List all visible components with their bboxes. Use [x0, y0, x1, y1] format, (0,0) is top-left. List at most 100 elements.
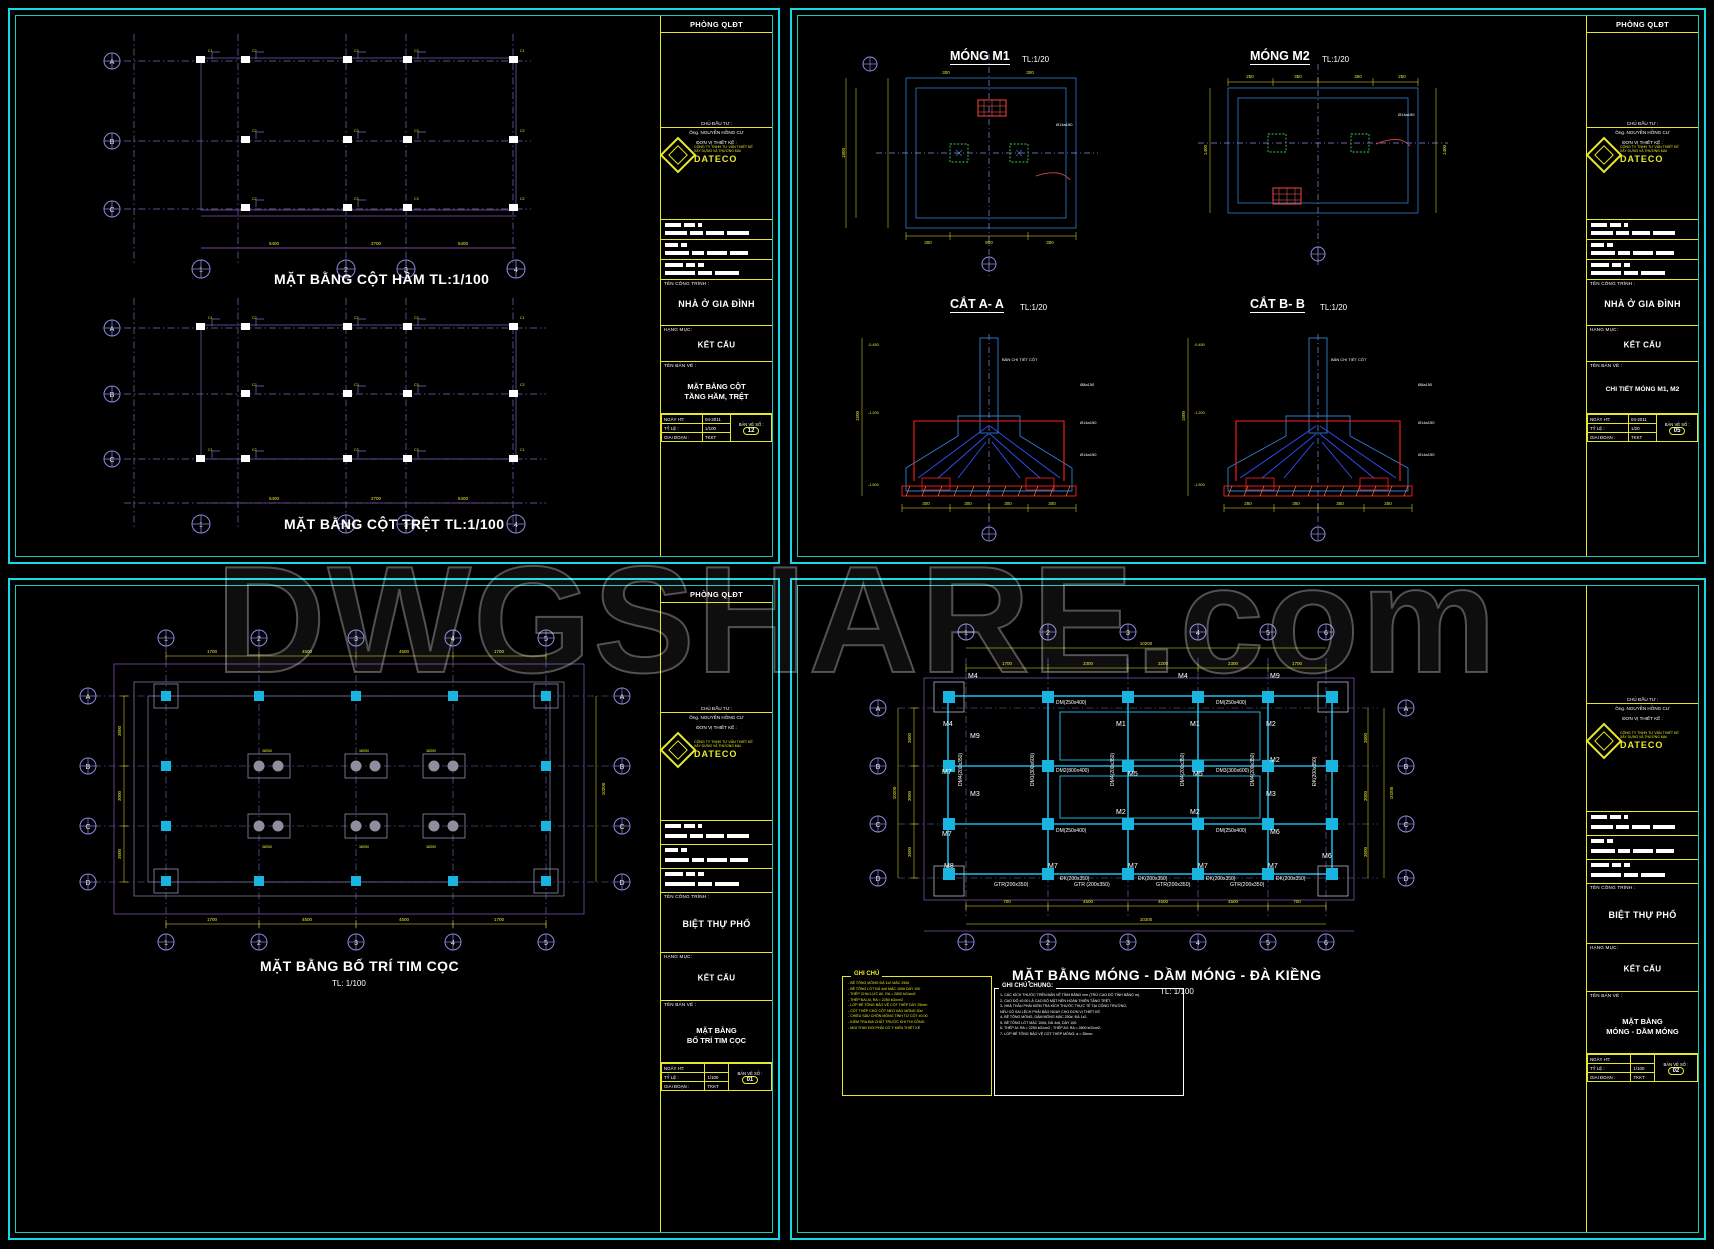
svg-text:250: 250	[1244, 501, 1252, 506]
tb-sheetno-label: BẢN VẼ SỐ :	[738, 421, 764, 427]
svg-text:M4: M4	[968, 673, 978, 680]
dateco-diamond-icon	[1585, 136, 1623, 174]
logo-brand: DATECO	[694, 748, 738, 759]
tb-drawing-name: MẶT BẰNG MÓNG - DẦM MÓNG	[1606, 1016, 1679, 1036]
tb-stage-label: GIAI ĐOẠN :	[1587, 432, 1629, 442]
svg-text:3000: 3000	[1363, 790, 1368, 801]
tb-project-caption: TÊN CÔNG TRÌNH :	[1590, 281, 1636, 286]
tb-drawing-caption: TÊN BẢN VẼ :	[664, 1002, 697, 1007]
drawing-title-pile-layout: MẶT BẰNG BỐ TRÍ TIM CỌC	[260, 958, 459, 974]
tb-project-name: NHÀ Ở GIA ĐÌNH	[1604, 298, 1681, 309]
svg-text:ĐK(200x350): ĐK(200x350)	[1276, 876, 1306, 882]
tb-drawing-section: TÊN BẢN VẼ : MẶT BẰNG MÓNG - DẦM MÓNG	[1587, 992, 1698, 1054]
tb-date-label: NGÀY HT:	[1587, 414, 1629, 424]
dateco-diamond-icon	[1585, 722, 1623, 760]
tb-owner-name: Ông. NGUYỄN HỒNG CƯ	[689, 715, 744, 720]
svg-text:Ø14a150: Ø14a150	[1080, 452, 1097, 457]
tb-owner-caption: CHỦ ĐẦU TƯ :	[700, 121, 733, 126]
svg-text:M6: M6	[1270, 829, 1280, 836]
svg-text:M2: M2	[1270, 757, 1280, 764]
titleblock-top-left: PHÒNG QLĐT CHỦ ĐẦU TƯ : Ông. NGUYỄN HỒNG…	[659, 16, 772, 556]
heading-mong-m1: MÓNG M1	[950, 49, 1010, 65]
dateco-diamond-icon	[659, 731, 697, 769]
svg-text:300: 300	[942, 70, 950, 75]
svg-text:5400: 5400	[458, 496, 469, 501]
svg-text:10200: 10200	[601, 782, 606, 795]
tb-date-label: NGÀY HT:	[660, 1063, 706, 1073]
svg-text:M7: M7	[942, 769, 952, 776]
svg-text:C2: C2	[252, 197, 257, 201]
tb-header: PHÒNG QLĐT	[661, 586, 772, 603]
tb-footer-table: NGÀY HT: 04-2011 BẢN VẼ SỐ : 12 TỶ LỆ : …	[661, 414, 772, 442]
svg-text:4500: 4500	[1158, 899, 1169, 904]
tb-sheet-number: 01	[741, 1075, 759, 1084]
svg-text:3Ø250: 3Ø250	[359, 845, 369, 849]
tb-item-caption: HẠNG MỤC:	[1590, 945, 1619, 950]
svg-text:DM(250x400): DM(250x400)	[1056, 700, 1087, 706]
svg-text:M2: M2	[1190, 809, 1200, 816]
svg-text:C2: C2	[354, 316, 359, 320]
tb-consultant-section: Ông. NGUYỄN HỒNG CƯ ĐƠN VỊ THIẾT KẾ : CÔ…	[659, 128, 772, 220]
logo-brand: DATECO	[1620, 739, 1664, 750]
sheet-body-bottom-right: M4 M4 M9 M4 M1 M1 M9 M2 M7 M5 M5 M2 M3 M…	[798, 586, 1586, 1232]
svg-text:Ø14a150: Ø14a150	[1398, 112, 1415, 117]
svg-text:3600: 3600	[907, 732, 912, 743]
tb-sheetno-label: BẢN VẼ SỐ :	[737, 1070, 763, 1076]
tb-stage-label: GIAI ĐOẠN :	[1586, 1072, 1632, 1082]
svg-text:1500: 1500	[1181, 410, 1186, 421]
svg-text:C2: C2	[414, 316, 419, 320]
svg-text:M7: M7	[1128, 863, 1138, 870]
tb-item-section: HẠNG MỤC: KẾT CẤU	[661, 953, 772, 1001]
tb-item-name: KẾT CẤU	[697, 972, 736, 982]
svg-text:1700: 1700	[207, 649, 218, 654]
note-line: - THÉP CHỊU LỰC AII, RA = 2800 kG/cm2	[848, 992, 916, 997]
svg-text:3Ø250: 3Ø250	[262, 749, 272, 753]
svg-text:DM2(800x400): DM2(800x400)	[1056, 768, 1089, 774]
tb-signature-row-2	[1587, 836, 1698, 860]
drawing-title-basement-columns: MẶT BẰNG CỘT HẦM TL:1/100	[274, 271, 490, 287]
logo-line2: XÂY DỰNG VÀ THƯƠNG MẠI	[694, 744, 741, 749]
svg-text:M7: M7	[1268, 863, 1278, 870]
general-note-line: 7- LỚP BÊ TÔNG BẢO VỆ CỐT THÉP MÓNG: a =…	[1000, 1031, 1094, 1036]
dateco-diamond-icon	[659, 136, 697, 174]
tb-signature-row-3	[1587, 260, 1698, 280]
tb-item-caption: HẠNG MỤC:	[1590, 327, 1619, 332]
tb-signature-row-1	[1587, 220, 1698, 240]
general-notes-title: GHI CHÚ CHUNG:	[999, 983, 1056, 989]
general-note-line: 1- CÁC KÍCH THƯỚC TRÊN BẢN VẼ TÍNH BẰNG …	[1000, 993, 1141, 997]
drawing-sheet-bottom-right[interactable]: M4 M4 M9 M4 M1 M1 M9 M2 M7 M5 M5 M2 M3 M…	[790, 578, 1706, 1240]
tb-owner-caption: CHỦ ĐẦU TƯ :	[1626, 697, 1659, 702]
svg-text:C1: C1	[520, 49, 525, 53]
svg-text:10200: 10200	[1389, 786, 1394, 799]
sheet-inner-border: M4 M4 M9 M4 M1 M1 M9 M2 M7 M5 M5 M2 M3 M…	[797, 585, 1699, 1233]
titleblock-bottom-left: PHÒNG QLĐT CHỦ ĐẦU TƯ : Ông. NGUYỄN HỒNG…	[659, 586, 773, 1232]
svg-text:C2: C2	[520, 197, 525, 201]
tb-project-name: BIỆT THỰ PHỐ	[1608, 909, 1677, 920]
tb-item-name: KẾT CẤU	[1623, 339, 1662, 349]
svg-text:C3: C3	[414, 129, 419, 133]
svg-text:M3: M3	[1266, 791, 1276, 798]
tb-date-label: NGÀY HT:	[1586, 1054, 1632, 1064]
tb-scale-value: 1/100	[1630, 1063, 1655, 1073]
drawing-title-ground-columns: MẶT BẰNG CỘT TRỆT TL:1/100	[284, 516, 505, 532]
general-note-line: 4- BÊ TÔNG MÓNG, DẦM MÓNG MÁC 250#, ĐÁ 1…	[1000, 1015, 1088, 1020]
note-line: - CỐT THÉP CHỜ CỘT NEO VÀO MÓNG 30d	[848, 1008, 923, 1013]
svg-text:350: 350	[1294, 74, 1302, 79]
note-line: - KIỂM TRA ĐỊA CHẤT TRƯỚC KHI THI CÔNG	[848, 1019, 925, 1024]
svg-text:Ø14a150: Ø14a150	[1056, 122, 1073, 127]
tb-project-caption: TÊN CÔNG TRÌNH :	[1590, 885, 1636, 890]
svg-text:250: 250	[1384, 501, 1392, 506]
tb-stage-value: TKKT	[704, 1081, 729, 1091]
tb-signature-row-1	[661, 220, 772, 240]
tb-consultant-caption: ĐƠN VỊ THIẾT KẾ :	[696, 725, 737, 730]
logo-line2: XÂY DỰNG VÀ THƯƠNG MẠI	[1620, 735, 1667, 740]
tb-consultant-section: Ông. NGUYỄN HỒNG CƯ ĐƠN VỊ THIẾT KẾ : CÔ…	[1585, 128, 1698, 220]
svg-text:2700: 2700	[371, 241, 382, 246]
tb-sheet-number: 12	[742, 426, 760, 435]
tb-consultant-section: Ông. NGUYỄN HỒNG CƯ ĐƠN VỊ THIẾT KẾ : CÔ…	[1585, 704, 1698, 812]
